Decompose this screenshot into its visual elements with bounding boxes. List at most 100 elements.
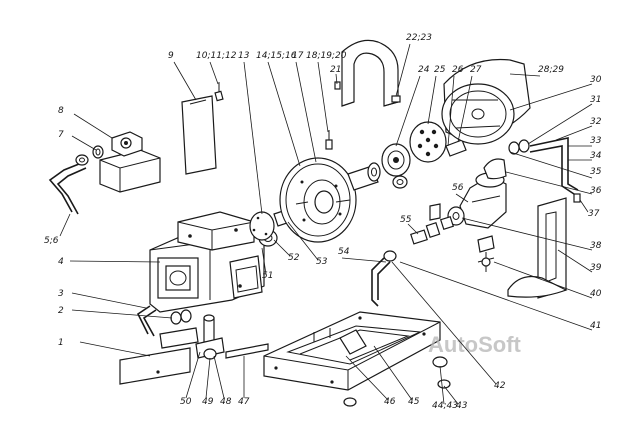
part-28-29-drum [441,58,531,145]
part-39-stand [507,197,568,299]
callout-label: 3 [58,289,64,299]
callout-leader-19 [509,73,541,77]
part-4-main-body [149,211,265,313]
callout-leader-16 [427,75,437,125]
callout-label: 39 [590,263,602,273]
part-48-pin [225,343,269,359]
callout-label: 26 [452,65,464,75]
callout-leader-36 [345,355,389,401]
callout-label: 54 [338,247,350,257]
callout-label: 42 [494,381,506,391]
callout-leader-10 [267,61,301,167]
callout-leader-42 [273,239,291,257]
callout-leader-18 [457,75,473,143]
callout-label: 35 [590,167,602,177]
callout-leader-14 [395,43,411,97]
callout-label: 32 [590,117,602,127]
callout-label: 53 [316,257,328,267]
part-18-19-20-bolt [325,130,333,150]
part-5-6-bent-pipe [48,154,89,215]
part-8-box [99,131,161,193]
callout-label: 45 [408,397,420,407]
callout-leader-45 [407,223,419,235]
part-26-disc [409,121,447,163]
callout-label: 52 [288,253,300,263]
callout-label: 41 [590,321,601,331]
part-10-11-12-screw [214,82,224,102]
callout-leader-11 [295,61,317,163]
callout-leader-39 [205,357,211,399]
callout-leader-0 [79,341,151,357]
callout-label: 40 [590,289,602,299]
callout-leader-29 [557,249,593,273]
callout-label: 14;15;16 [256,51,297,61]
callout-leader-25 [509,151,593,179]
callout-label: 10;11;12 [196,51,237,61]
part-45-feet [343,356,451,407]
callout-leader-40 [185,351,201,399]
part-17-pulley-wheel [279,157,357,243]
callout-leader-12 [317,61,329,133]
callout-leader-30 [493,261,593,299]
callout-leader-20 [509,83,593,111]
callout-leader-15 [395,75,421,147]
part-56-fitting [410,203,455,245]
watermark: AutoSoft [428,332,522,357]
callout-leader-7 [173,61,197,101]
callout-leader-27 [579,199,589,213]
callout-leader-44 [341,257,387,263]
callout-leader-41 [261,247,267,275]
callout-label: 49 [202,397,214,407]
part-13-flange [249,211,275,241]
part-27-bracket [445,139,467,157]
callout-leader-4 [59,213,71,237]
callout-label: 31 [590,95,601,105]
callout-label: 50 [180,397,192,407]
callout-label: 25 [434,65,446,75]
callout-leader-35 [373,345,413,401]
callout-label: 21 [330,65,341,75]
callout-leader-5 [71,135,97,151]
callout-leader-2 [71,292,147,309]
callout-label: 47 [238,397,250,407]
part-25-small-pulley [381,143,411,177]
part-7-nut [92,145,104,159]
callout-label: 2 [58,306,64,316]
part-22-23-arch-cover [341,39,401,107]
callout-label: 33 [590,136,602,146]
callout-leader-9 [243,61,263,215]
callout-leader-28 [461,217,593,251]
callout-label: 36 [590,186,602,196]
callout-label: 8 [58,106,64,116]
part-9-plate [181,95,217,175]
callout-leader-33 [443,385,459,405]
callout-label: 13 [238,51,250,61]
part-1-clamps [119,327,199,385]
callout-leader-38 [213,355,225,399]
callout-leader-22 [555,125,593,141]
callout-label: 22;23 [406,33,432,43]
callout-leader-6 [73,113,113,139]
callout-label: 9 [168,51,174,61]
callout-label: 7 [58,130,64,140]
callout-label: 17 [292,51,304,61]
callout-label: 27 [470,65,482,75]
part-21-screw [334,81,341,90]
callout-label: 51 [262,271,273,281]
callout-label: 5;6 [44,236,59,246]
callout-label: 30 [590,75,602,85]
callout-label: 46 [384,397,396,407]
part-24-washer [392,175,408,189]
callout-label: 18;19;20 [306,51,347,61]
part-58-housing [459,158,507,229]
part-32-33-pipe [529,137,579,195]
callout-label: 43 [456,401,468,411]
callout-label: 48 [220,397,232,407]
callout-label: 44;43 [432,401,458,411]
callout-label: 24 [418,65,430,75]
callout-leader-26 [505,171,593,195]
callout-leader-8 [209,61,219,85]
